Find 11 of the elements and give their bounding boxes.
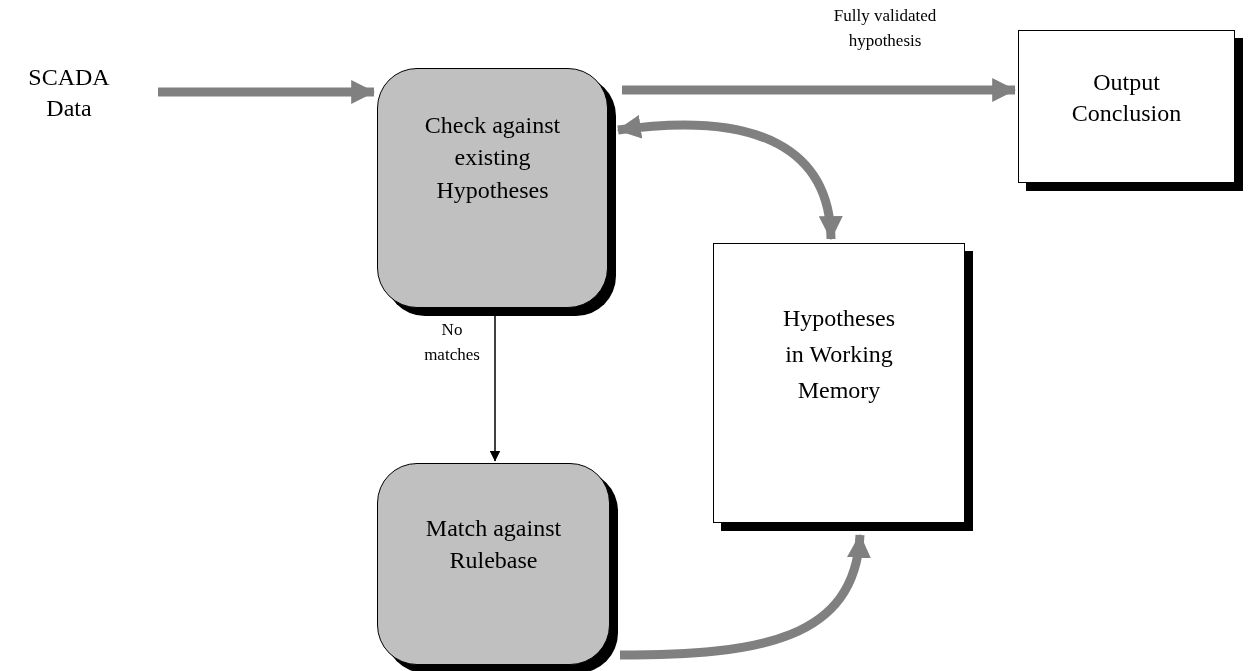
node-text: Hypotheses in Working Memory <box>782 304 896 405</box>
arrow <box>622 78 1017 102</box>
arrow <box>616 115 842 241</box>
node-text: Output Conclusion <box>1070 68 1183 129</box>
arrow <box>158 80 376 104</box>
node-text: Check against existing Hypotheses <box>423 111 562 205</box>
arrow <box>619 533 870 660</box>
node-text: Match against Rulebase <box>424 514 563 576</box>
node-text: SCADA Data <box>27 63 111 124</box>
edge-label: No matches <box>423 319 481 366</box>
edge-label: Fully validated hypothesis <box>832 5 938 52</box>
